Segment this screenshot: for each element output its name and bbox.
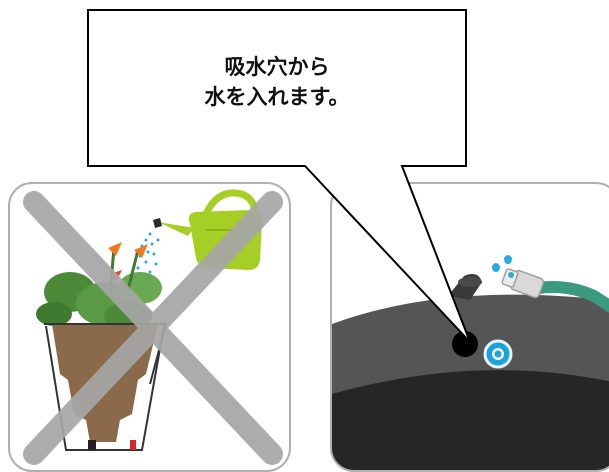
water-drops-icon <box>492 255 514 278</box>
callout-line-1: 吸水穴から <box>224 55 330 79</box>
water-inlet-hole-icon <box>452 331 478 357</box>
callout-line-2: 水を入れます。 <box>204 85 350 109</box>
hose-icon <box>501 268 609 313</box>
panel-correct-method <box>330 182 609 472</box>
water-level-indicator-icon <box>483 339 513 369</box>
pot-interior-icon <box>332 370 609 470</box>
panel-incorrect-method <box>8 182 291 472</box>
callout-text: 吸水穴から 水を入れます。 <box>88 52 466 112</box>
